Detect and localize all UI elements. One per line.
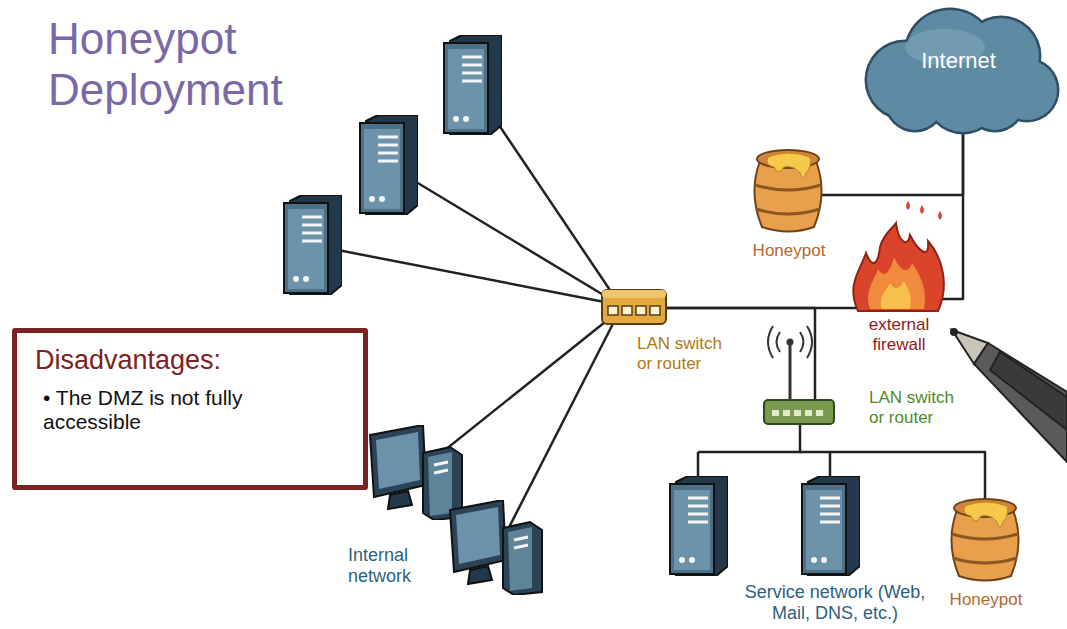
- diagram-title: Honeypot Deployment: [48, 14, 338, 115]
- device-label: external firewall: [850, 315, 948, 354]
- device-icon: [760, 318, 840, 428]
- device-icon: [848, 223, 948, 311]
- group-label: Internal network: [348, 545, 443, 586]
- network-device: LAN switch or router: [760, 318, 975, 432]
- device-icon: [600, 284, 668, 330]
- group-label: Service network (Web, Mail, DNS, etc.): [735, 582, 935, 623]
- network-device: external firewall: [838, 215, 958, 365]
- device-label: Honeypot: [738, 241, 840, 261]
- device-label: LAN switch or router: [636, 334, 738, 373]
- device-label: LAN switch or router: [868, 388, 970, 427]
- device-icon: [945, 492, 1025, 582]
- network-device: Honeypot: [935, 492, 1039, 614]
- device-icon: [748, 143, 828, 233]
- device-label: Honeypot: [935, 590, 1037, 610]
- network-device: Internet: [855, 2, 1064, 135]
- network-link: [822, 131, 963, 195]
- note-heading: Disadvantages:: [35, 345, 345, 376]
- note-bullet: • The DMZ is not fully accessible: [43, 386, 345, 434]
- network-link: [800, 424, 985, 500]
- device-label: Internet: [855, 48, 1062, 73]
- network-device: LAN switch or router: [598, 282, 748, 378]
- network-device: Honeypot: [738, 143, 842, 265]
- note-box: Disadvantages: • The DMZ is not fully acc…: [12, 328, 368, 490]
